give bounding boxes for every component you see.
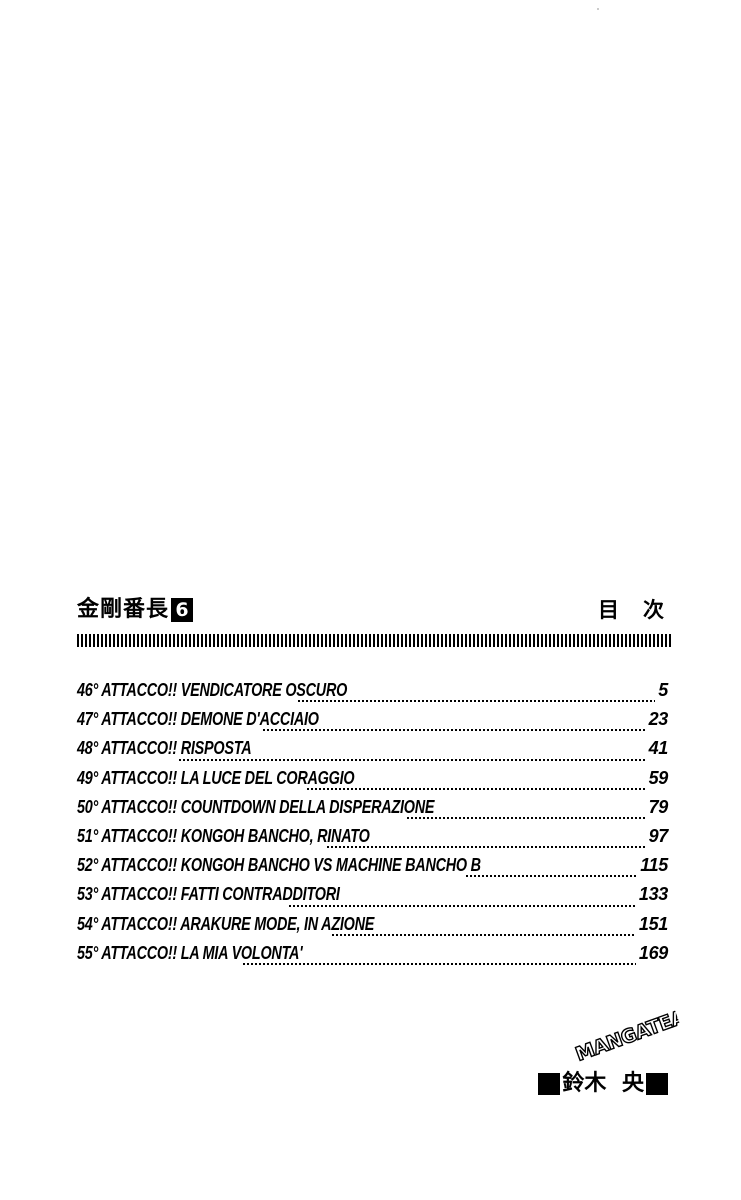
toc-entry: 52° ATTACCO!! KONGOH BANCHO VS MACHINE B…: [77, 855, 668, 884]
toc-entry-title: 50° ATTACCO!! COUNTDOWN DELLA DISPERAZIO…: [77, 796, 435, 817]
toc-entry-title: 51° ATTACCO!! KONGOH BANCHO, RINATO: [77, 825, 370, 846]
series-header: 金剛番長 6: [77, 596, 194, 624]
toc-entry: 55° ATTACCO!! LA MIA VOLONTA' 169: [77, 943, 668, 972]
toc-dot-leader: [326, 846, 646, 849]
table-of-contents: 46° ATTACCO!! VENDICATORE OSCURO 5 47° ATT…: [77, 680, 668, 972]
toc-dot-leader: [298, 700, 656, 703]
toc-dot-leader: [407, 816, 646, 819]
toc-entry: 46° ATTACCO!! VENDICATORE OSCURO 5: [77, 680, 668, 709]
toc-entry-page: 151: [638, 913, 668, 934]
toc-entry-page: 97: [648, 825, 669, 846]
decorative-tick-rule: [77, 634, 671, 647]
toc-entry-page: 59: [648, 767, 669, 788]
author-credit: 鈴木 央: [538, 1070, 668, 1098]
toc-entry: 50° ATTACCO!! COUNTDOWN DELLA DISPERAZIO…: [77, 797, 668, 826]
toc-entry: 47° ATTACCO!! DEMONE D'ACCIAIO 23: [77, 709, 668, 738]
toc-entry-title: 54° ATTACCO!! ARAKURE MODE, IN AZIONE: [77, 913, 375, 934]
toc-entry-page: 23: [648, 709, 669, 730]
toc-entry-page: 115: [640, 855, 668, 876]
toc-entry-title: 46° ATTACCO!! VENDICATORE OSCURO: [77, 680, 348, 700]
toc-entry-title: 47° ATTACCO!! DEMONE D'ACCIAIO: [77, 709, 319, 730]
toc-dot-leader: [307, 787, 646, 790]
toc-dot-leader: [289, 904, 636, 907]
paper-speck: [597, 8, 599, 10]
scanlation-watermark-logo: MANGATEAM: [572, 999, 685, 1067]
toc-entry-title: 53° ATTACCO!! FATTI CONTRADDITORI: [77, 884, 340, 905]
toc-dot-leader: [332, 933, 636, 936]
contents-label: 目次: [598, 598, 688, 622]
toc-entry-page: 169: [638, 942, 668, 963]
author-name: 鈴木 央: [562, 1071, 644, 1096]
toc-entry: 53° ATTACCO!! FATTI CONTRADDITORI 133: [77, 884, 668, 913]
toc-dot-leader: [262, 729, 646, 732]
toc-entry-title: 48° ATTACCO!! RISPOSTA: [77, 738, 252, 759]
toc-entry-page: 133: [638, 884, 668, 905]
toc-entry-title: 55° ATTACCO!! LA MIA VOLONTA': [77, 942, 303, 963]
toc-entry-title: 52° ATTACCO!! KONGOH BANCHO VS MACHINE B…: [77, 855, 481, 876]
toc-dot-leader: [242, 962, 636, 965]
toc-entry: 48° ATTACCO!! RISPOSTA 41: [77, 738, 668, 767]
author-square-left: [538, 1073, 561, 1095]
svg-text:MANGATEAM: MANGATEAM: [573, 1000, 685, 1066]
toc-entry-page: 41: [648, 738, 669, 759]
toc-entry: 54° ATTACCO!! ARAKURE MODE, IN AZIONE 151: [77, 914, 668, 943]
series-title: 金剛番長: [77, 597, 170, 622]
toc-dot-leader: [465, 875, 638, 878]
toc-entry-title: 49° ATTACCO!! LA LUCE DEL CORAGGIO: [77, 767, 355, 788]
toc-entry: 51° ATTACCO!! KONGOH BANCHO, RINATO 97: [77, 826, 668, 855]
toc-entry-page: 5: [658, 680, 668, 700]
toc-entry: 49° ATTACCO!! LA LUCE DEL CORAGGIO 59: [77, 768, 668, 797]
toc-dot-leader: [178, 758, 646, 761]
volume-badge: 6: [171, 598, 194, 622]
author-square-right: [646, 1073, 668, 1095]
toc-entry-page: 79: [648, 796, 669, 817]
